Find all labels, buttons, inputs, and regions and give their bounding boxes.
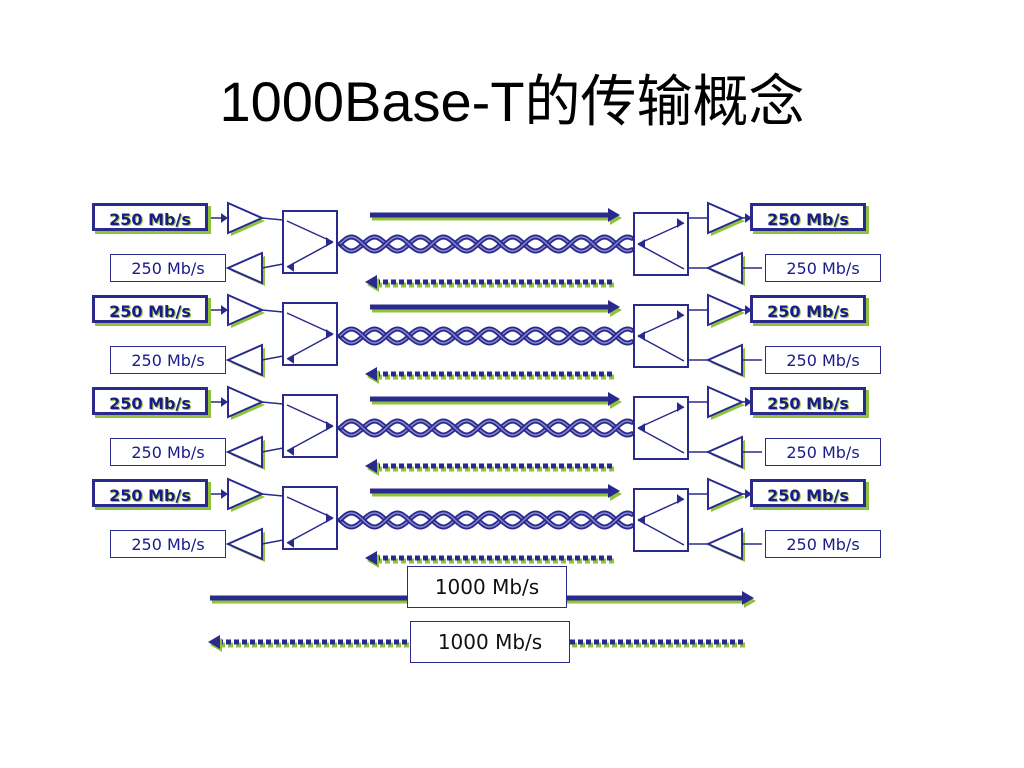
right-tx-driver <box>707 477 745 512</box>
right-rx-rate-label: 250 Mb/s <box>765 530 881 558</box>
channel-4 <box>208 477 762 568</box>
left-rx-receiver <box>225 343 265 378</box>
left-hybrid <box>282 486 338 550</box>
right-hybrid <box>633 488 689 552</box>
right-rx-rate-label: 250 Mb/s <box>765 254 881 282</box>
aggregate-reverse-arrow <box>208 635 746 652</box>
left-hybrid <box>282 302 338 366</box>
left-hybrid <box>282 210 338 274</box>
right-hybrid <box>633 304 689 368</box>
left-rx-rate-label: 250 Mb/s <box>110 254 226 282</box>
reverse-arrow <box>365 275 614 292</box>
channel-3 <box>208 385 762 476</box>
left-tx-driver <box>227 385 265 420</box>
reverse-arrow <box>365 551 614 568</box>
twisted-pair <box>337 418 635 438</box>
forward-arrow <box>370 208 622 225</box>
left-tx-driver <box>227 201 265 236</box>
forward-arrow <box>370 484 622 501</box>
right-tx-driver <box>707 293 745 328</box>
right-tx-rate-label: 250 Mb/s <box>750 203 866 231</box>
right-rx-receiver <box>705 343 745 378</box>
aggregate-reverse-label: 1000 Mb/s <box>410 621 570 663</box>
reverse-arrow <box>365 367 614 384</box>
page-title: 1000Base-T的传输概念 <box>219 70 805 133</box>
right-tx-rate-label: 250 Mb/s <box>750 387 866 415</box>
right-hybrid <box>633 212 689 276</box>
right-tx-driver <box>707 201 745 236</box>
channel-2 <box>208 293 762 384</box>
twisted-pair <box>337 234 635 254</box>
forward-arrow <box>370 392 622 409</box>
left-rx-rate-label: 250 Mb/s <box>110 346 226 374</box>
left-tx-rate-label: 250 Mb/s <box>92 479 208 507</box>
forward-arrow <box>370 300 622 317</box>
aggregate-forward-label: 1000 Mb/s <box>407 566 567 608</box>
right-rx-rate-label: 250 Mb/s <box>765 346 881 374</box>
twisted-pair <box>337 510 635 530</box>
left-hybrid <box>282 394 338 458</box>
right-rx-rate-label: 250 Mb/s <box>765 438 881 466</box>
right-rx-receiver <box>705 251 745 286</box>
right-hybrid <box>633 396 689 460</box>
left-rx-rate-label: 250 Mb/s <box>110 530 226 558</box>
left-tx-rate-label: 250 Mb/s <box>92 203 208 231</box>
left-rx-receiver <box>225 527 265 562</box>
left-tx-driver <box>227 477 265 512</box>
channels-layer <box>208 201 762 568</box>
left-tx-rate-label: 250 Mb/s <box>92 295 208 323</box>
right-tx-rate-label: 250 Mb/s <box>750 295 866 323</box>
twisted-pair <box>337 326 635 346</box>
left-rx-rate-label: 250 Mb/s <box>110 438 226 466</box>
left-rx-receiver <box>225 435 265 470</box>
right-tx-driver <box>707 385 745 420</box>
left-tx-driver <box>227 293 265 328</box>
left-tx-rate-label: 250 Mb/s <box>92 387 208 415</box>
channel-1 <box>208 201 762 292</box>
right-tx-rate-label: 250 Mb/s <box>750 479 866 507</box>
right-rx-receiver <box>705 527 745 562</box>
reverse-arrow <box>365 459 614 476</box>
left-rx-receiver <box>225 251 265 286</box>
right-rx-receiver <box>705 435 745 470</box>
